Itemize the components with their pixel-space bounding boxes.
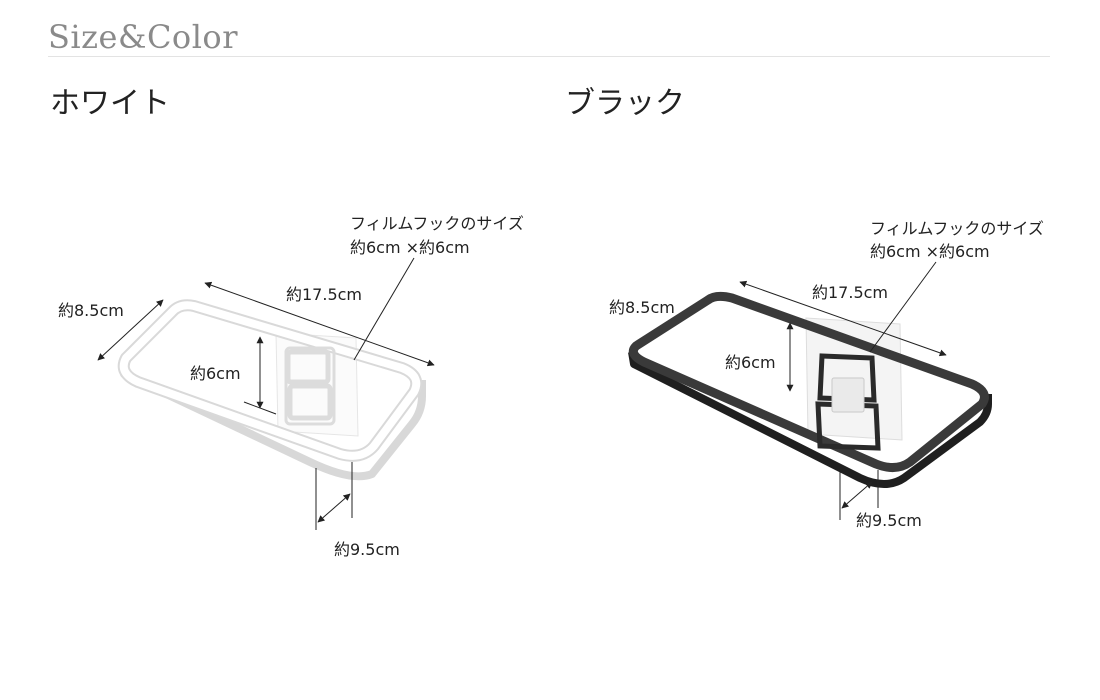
black-hook-leader (869, 261, 937, 353)
black-bottom-arrow (841, 481, 873, 509)
white-bottom-label: 約9.5cm (334, 540, 400, 559)
black-width-arrow (739, 280, 947, 357)
white-hook-leader (353, 257, 415, 361)
white-hook-title: フィルムフックのサイズ (350, 214, 524, 233)
variant-name-white: ホワイト (50, 86, 170, 121)
black-width-label: 約17.5cm (812, 283, 889, 302)
white-depth-arrow (97, 299, 164, 361)
white-hook-size: 約6cm ×約6cm (350, 238, 470, 257)
variant-name-black: ブラック (565, 86, 685, 121)
white-ring-side (120, 358, 426, 481)
title-divider (48, 56, 1050, 57)
black-ring-side (628, 351, 992, 488)
white-width-label: 約17.5cm (286, 285, 363, 304)
white-width-arrow (204, 281, 435, 367)
white-bottom-arrow (317, 493, 351, 523)
white-height-label: 約6cm (190, 364, 241, 383)
black-hook-title: フィルムフックのサイズ (870, 219, 1044, 238)
white-towel-holder-illustration (97, 257, 435, 530)
white-depth-label: 約8.5cm (58, 301, 124, 320)
black-depth-label: 約8.5cm (609, 298, 675, 317)
black-ring-frame (628, 291, 989, 472)
black-hook-size: 約6cm ×約6cm (870, 242, 990, 261)
black-height-label: 約6cm (725, 353, 776, 372)
section-title: Size&Color (48, 18, 238, 56)
black-towel-holder-illustration (628, 261, 992, 520)
black-bottom-label: 約9.5cm (856, 511, 922, 530)
